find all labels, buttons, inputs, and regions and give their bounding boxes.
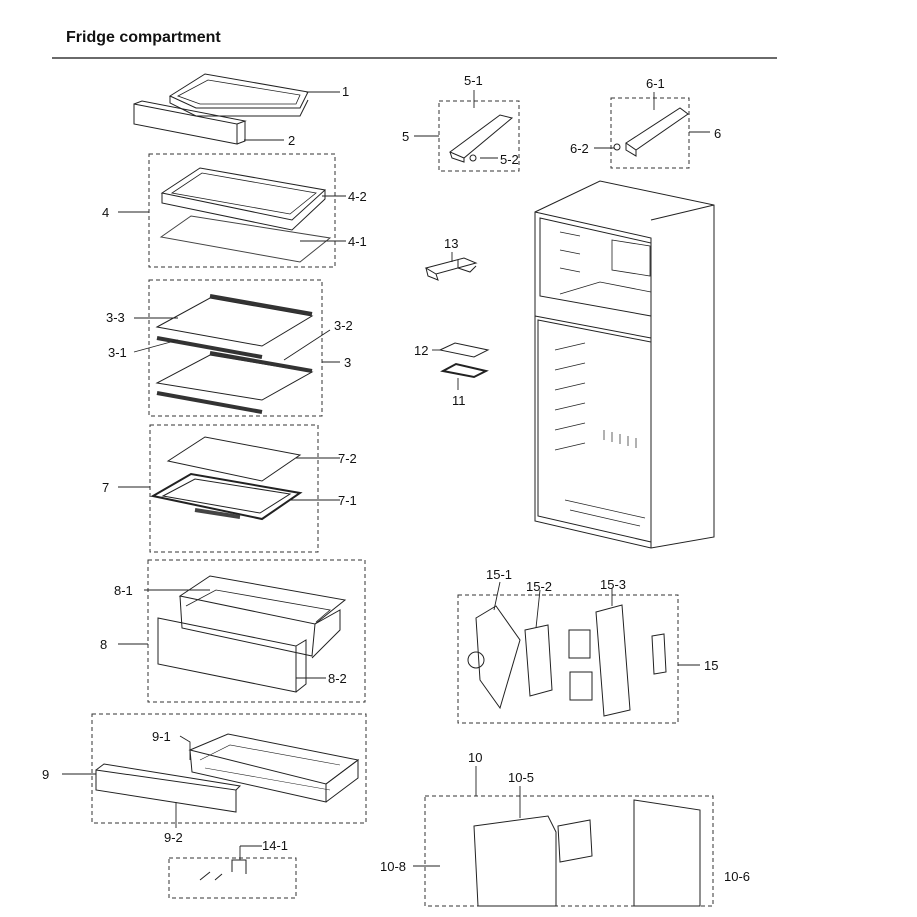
leader-lines [62,90,710,867]
callout-8-2: 8-2 [328,671,347,686]
part-7-crisper-cover [150,436,303,521]
callout-5: 5 [402,129,410,144]
callout-6-1: 6-1 [646,76,665,91]
callout-8-1: 8-1 [114,583,133,598]
box-6 [610,97,690,169]
callout-4-2: 4-2 [348,189,367,204]
box-7 [149,424,319,553]
box-14 [168,857,297,899]
callout-9: 9 [42,767,50,782]
part-5-rail [449,114,514,163]
callout-3-3: 3-3 [106,310,125,325]
part-4-shelf [159,167,332,263]
callout-15: 15 [704,658,719,673]
part-13-bracket [424,257,478,281]
box-8 [147,559,366,703]
callout-15-3: 15-3 [600,577,627,592]
part-1-tray [168,73,309,117]
box-5 [438,100,520,172]
page-title: Fridge compartment [66,29,221,46]
leader-3-2 [283,329,331,361]
part-14-fragment [199,859,247,881]
callout-11: 11 [452,393,466,408]
part-2-cover [133,100,247,145]
callout-10-5: 10-5 [508,770,535,785]
callout-2: 2 [288,133,296,148]
leader-15-1 [493,581,501,611]
part-3-shelves [155,294,314,414]
callout-7: 7 [102,480,110,495]
title-clip: Fridge compartment [0,0,917,46]
callout-15-1: 15-1 [486,567,513,582]
fridge-ribs [554,231,646,527]
callout-4: 4 [102,205,110,220]
callout-7-1: 7-1 [338,493,357,508]
callout-7-2: 7-2 [338,451,357,466]
callout-13: 13 [444,236,459,251]
leader-14-1 [239,845,262,860]
callout-3: 3 [344,355,352,370]
callout-14-1: 14-1 [262,838,289,853]
leader-9-1 [179,735,191,760]
callout-1: 1 [342,84,350,99]
callout-12: 12 [414,343,429,358]
part-6-rail [613,107,689,157]
part-11-panel [440,362,489,379]
callout-6: 6 [714,126,722,141]
part-9-tray [95,733,360,813]
callout-5-1: 5-1 [464,73,483,88]
part-15-components [467,604,667,717]
callout-9-2: 9-2 [164,830,183,845]
box-4 [148,153,336,268]
part-8-drawer [157,575,347,693]
callout-3-1: 3-1 [108,345,127,360]
callout-5-2: 5-2 [500,152,519,167]
leader-3-1 [133,339,179,353]
callout-10: 10 [468,750,483,765]
callout-15-2: 15-2 [526,579,553,594]
callout-4-1: 4-1 [348,234,367,249]
callout-8: 8 [100,637,108,652]
callout-10-8: 10-8 [380,859,407,874]
part-10-components [473,799,701,907]
leader-15-2 [535,589,541,629]
box-15 [457,594,679,724]
part-12-panel [438,342,490,358]
callout-9-1: 9-1 [152,729,171,744]
callout-3-2: 3-2 [334,318,353,333]
callout-6-2: 6-2 [570,141,589,156]
box-10 [424,795,714,907]
callout-10-6: 10-6 [724,869,751,884]
refrigerator-body [534,180,715,549]
box-9 [91,713,367,824]
group-boxes [91,97,714,907]
